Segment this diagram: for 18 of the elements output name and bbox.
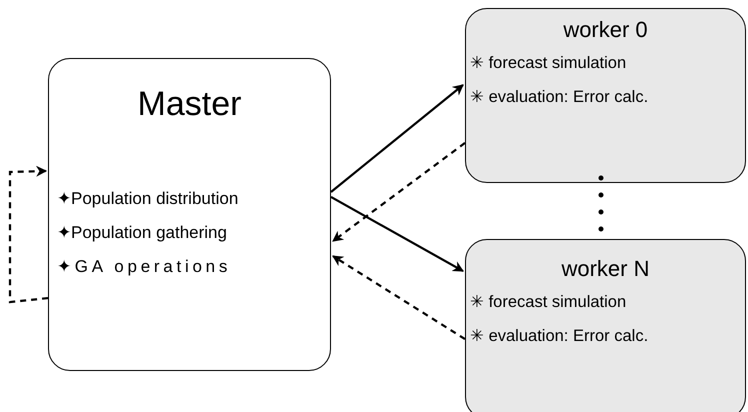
dashed-arrow — [332, 255, 466, 340]
bullet-item: ✦GA operations — [56, 256, 232, 278]
box-title: Master — [136, 84, 242, 125]
bullet-item: ✦Population distribution — [56, 188, 240, 210]
box-title: worker 0 — [562, 16, 649, 44]
process-box — [465, 8, 746, 183]
box-title: worker N — [560, 255, 650, 283]
bullet-item: ✦Population gathering — [56, 222, 228, 244]
arrow — [330, 196, 464, 272]
process-box — [48, 58, 331, 371]
arrow — [330, 84, 464, 193]
bullet-item: ✳ evaluation: Error calc. — [469, 87, 650, 108]
dashed-arrow — [8, 166, 48, 304]
bullet-item: ✳ forecast simulation — [469, 292, 628, 313]
process-box — [465, 239, 746, 412]
bullet-item: ✳ evaluation: Error calc. — [469, 326, 650, 347]
bullet-item: ✳ forecast simulation — [469, 53, 628, 74]
dashed-arrow — [332, 142, 466, 242]
